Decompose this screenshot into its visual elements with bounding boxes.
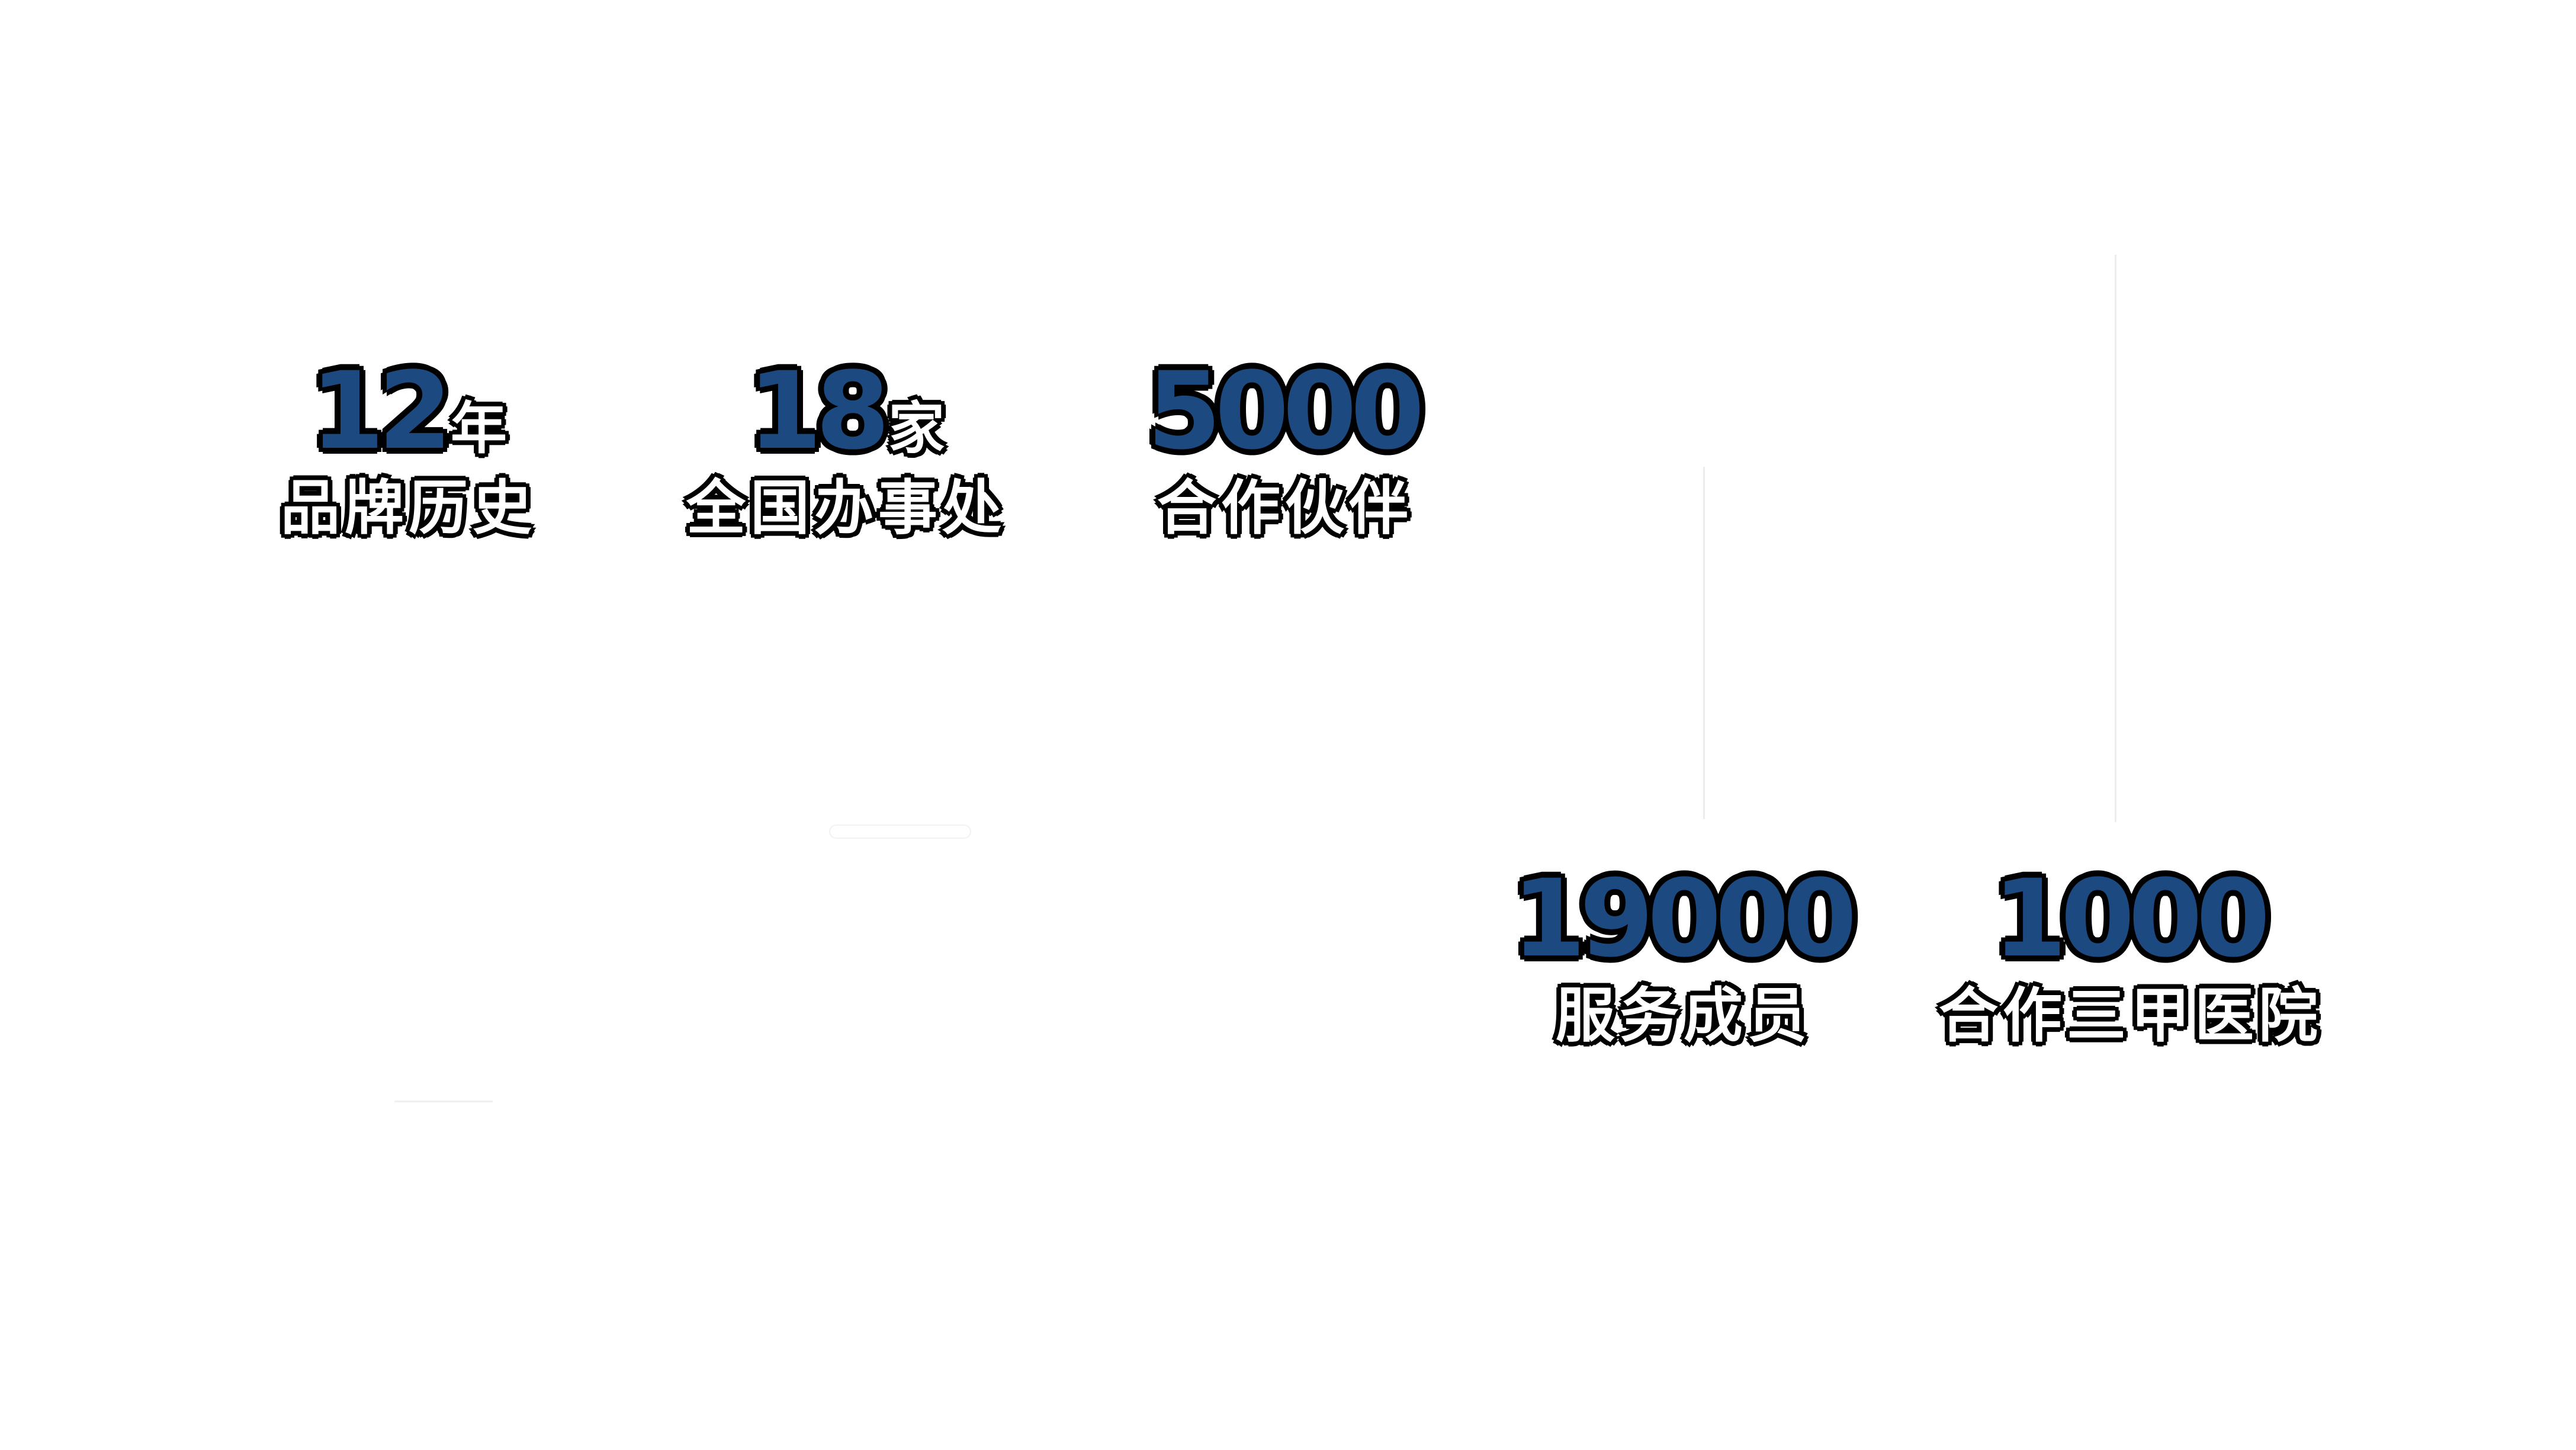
stat-block-partners: 5000 合作伙伴 xyxy=(1060,358,1510,543)
stat-number-row: 5000 xyxy=(1060,358,1510,465)
stat-unit: 年 xyxy=(450,396,507,461)
stat-number-row: 19000 xyxy=(1459,866,1909,973)
stat-value: 1000 xyxy=(1993,857,2270,981)
divider-horizontal xyxy=(394,1101,493,1102)
stat-value: 19000 xyxy=(1511,857,1857,981)
stat-value: 12 xyxy=(310,349,452,473)
stat-value: 5000 xyxy=(1147,349,1425,473)
stat-number-row: 18家 xyxy=(621,358,1071,465)
stat-label: 品牌历史 xyxy=(281,473,537,543)
stat-number-row: 1000 xyxy=(1906,866,2356,973)
stat-unit: 家 xyxy=(888,396,945,461)
stat-block-service-members: 19000 服务成员 xyxy=(1459,866,1909,1047)
divider-vertical-left xyxy=(1703,467,1705,819)
divider-vertical-right xyxy=(2115,255,2116,822)
stat-value: 18 xyxy=(748,349,890,473)
stat-block-national-offices: 18家 全国办事处 xyxy=(621,358,1071,543)
stat-number-row: 12年 xyxy=(184,358,634,465)
stat-block-partner-hospitals: 1000 合作三甲医院 xyxy=(1906,866,2356,1047)
stat-label: 服务成员 xyxy=(1556,981,1811,1050)
divider-pill xyxy=(829,825,971,839)
stat-label: 合作三甲医院 xyxy=(1939,981,2323,1050)
stat-block-brand-history: 12年 品牌历史 xyxy=(184,358,634,543)
stat-label: 合作伙伴 xyxy=(1157,473,1413,543)
stat-label: 全国办事处 xyxy=(686,473,1006,543)
